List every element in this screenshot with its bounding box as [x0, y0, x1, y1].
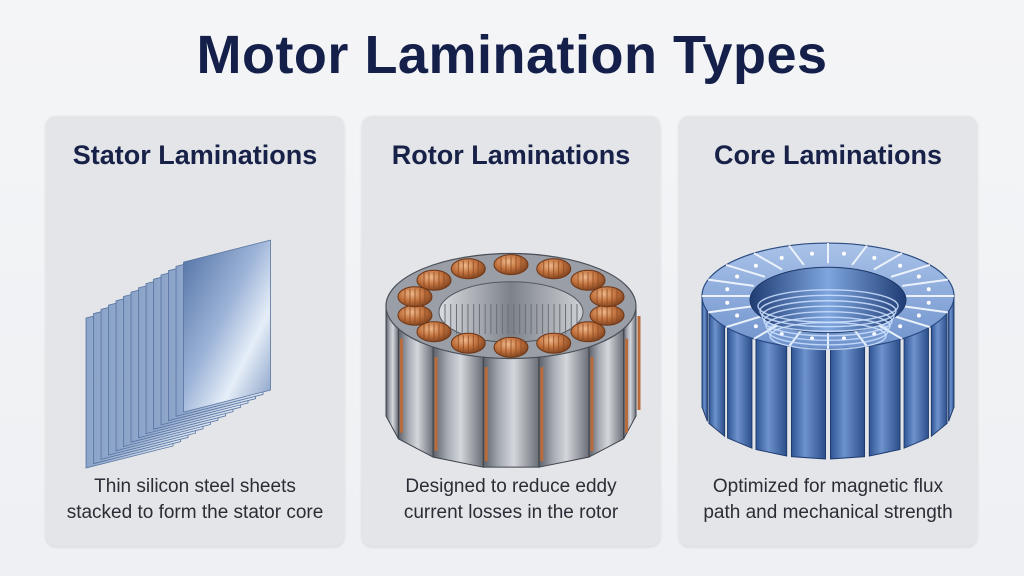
blue-segmented-core-ring-icon [701, 242, 955, 460]
segment-gap [725, 314, 766, 329]
flux-marker [916, 274, 921, 279]
core-segment [948, 296, 955, 422]
flux-marker [725, 300, 730, 305]
flux-line [763, 305, 893, 337]
flux-marker [810, 251, 815, 256]
card-title: Stator Laminations [72, 140, 318, 170]
rotor-segment [588, 327, 625, 458]
card-title: Core Laminations [713, 140, 943, 170]
segment-gap [890, 263, 931, 278]
flux-marker [779, 255, 784, 260]
rotor-ring-with-coils-icon [385, 252, 641, 468]
rotor-segment [432, 346, 484, 468]
flux-marker [735, 274, 740, 279]
flux-marker [898, 324, 903, 329]
rotor-laminations-card: Rotor Laminations Designed to reduce edd [362, 116, 660, 546]
segment-gap [753, 252, 783, 271]
core-laminations-card: Core Laminations Optimized for magnetic … [679, 116, 977, 546]
flux-line [765, 310, 891, 342]
core-segment [790, 346, 826, 460]
flux-marker [926, 287, 931, 292]
flux-marker [841, 251, 846, 256]
flux-marker [898, 263, 903, 268]
core-segment [708, 312, 726, 438]
flux-line [759, 294, 897, 328]
flux-line [769, 321, 887, 351]
flux-line [761, 300, 895, 332]
flux-line [767, 316, 889, 346]
core-bore [749, 266, 907, 334]
rotor-bore [438, 281, 584, 343]
steel-sheet [183, 239, 271, 413]
core-segment [830, 346, 866, 460]
card-description: Thin silicon steel sheets stacked to for… [66, 476, 324, 523]
flux-marker [753, 324, 758, 329]
segment-gap [902, 278, 948, 287]
flux-marker [725, 287, 730, 292]
stacked-steel-sheets-icon [85, 239, 271, 469]
segment-gap [902, 305, 948, 314]
rotor-segment [538, 346, 590, 468]
core-segment [755, 338, 788, 457]
core-segment [930, 312, 948, 438]
segment-gap [890, 314, 931, 329]
page-title: Motor Lamination Types [196, 25, 828, 85]
flux-marker [753, 263, 758, 268]
flux-marker [735, 313, 740, 318]
flux-marker [916, 313, 921, 318]
segment-gap [788, 245, 805, 266]
card-description: Optimized for magnetic flux path and mec… [703, 476, 953, 523]
segment-gap [725, 263, 766, 278]
rotor-segment [397, 327, 434, 458]
segment-gap [708, 278, 754, 287]
card-title: Rotor Laminations [391, 140, 631, 170]
core-segment [701, 296, 708, 422]
stator-laminations-card: Stator Laminations Thin silicon steel sh… [46, 116, 344, 546]
rotor-segment [482, 356, 540, 468]
core-segment [727, 327, 753, 449]
core-segment [868, 338, 901, 457]
core-segment [903, 327, 929, 449]
segment-gap [708, 305, 754, 314]
flux-marker [872, 255, 877, 260]
flux-marker [926, 300, 931, 305]
segment-gap [851, 245, 868, 266]
segment-gap [873, 252, 903, 271]
card-description: Designed to reduce eddy current losses i… [403, 476, 619, 523]
